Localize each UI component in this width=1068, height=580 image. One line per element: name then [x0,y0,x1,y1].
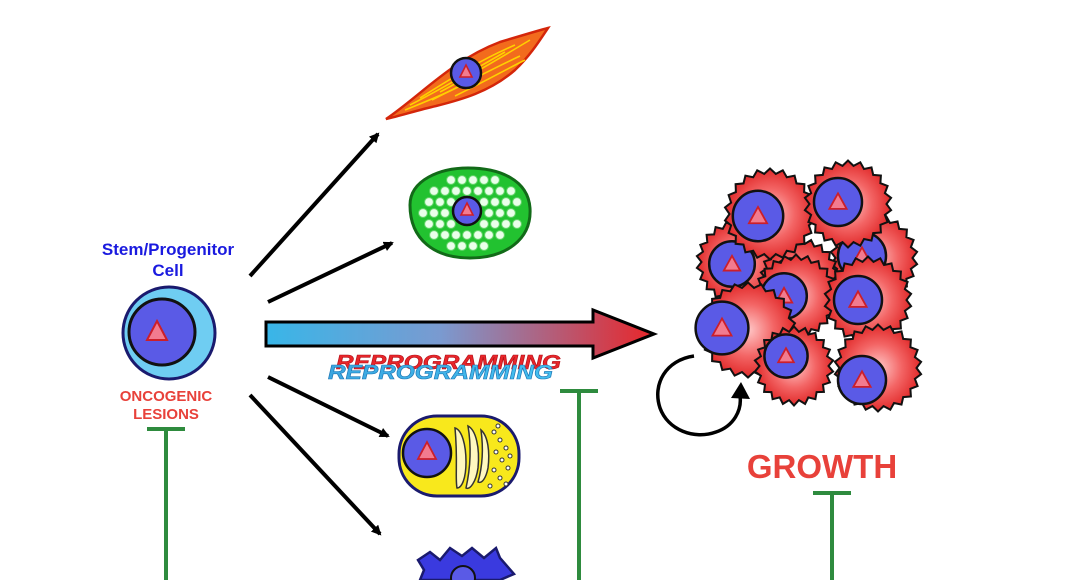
vacuole [501,219,511,229]
vacuole [473,186,483,196]
granule [505,465,511,471]
stem-cell-icon [121,285,217,381]
vacuole [495,230,505,240]
vacuole [512,219,522,229]
inhibition-bars [147,389,851,580]
star-cell-icon [416,545,517,580]
vacuole [490,175,500,185]
differentiation-arrows [248,132,394,536]
vacuole [484,208,494,218]
vacuole [506,186,516,196]
vacuole [479,175,489,185]
reprogramming-label: REPROGRAMMING [328,362,553,384]
vacuole [429,208,439,218]
vacuole [512,197,522,207]
tumor-cell [753,325,835,407]
granule [491,467,497,473]
vacuolated-cell-icon [408,166,532,260]
granule-dots [487,423,513,489]
vacuole [484,186,494,196]
vacuole [424,197,434,207]
vacuole [506,208,516,218]
vacuole [429,186,439,196]
reprogramming-label-shadow: REPROGRAMMING [336,352,561,374]
vacuole [451,186,461,196]
vacuole [501,197,511,207]
inhibit-reprogramming [560,389,598,580]
vacuole [435,219,445,229]
granule [495,423,501,429]
vacuole [490,197,500,207]
vacuole [495,208,505,218]
vacuole [479,197,489,207]
vacuole [446,219,456,229]
stem-cell-label-line2: Cell [152,261,183,280]
vacuole [446,175,456,185]
vacuole [451,230,461,240]
granule [491,429,497,435]
vacuole [457,175,467,185]
vacuole [479,241,489,251]
granule [497,437,503,443]
inhibit-growth [813,491,851,580]
spindle-cell-icon [385,26,551,121]
arrow-to-green-cell [267,241,394,304]
vacuole [468,175,478,185]
vacuole [468,241,478,251]
growth-label: GROWTH [747,448,897,485]
tumor-cluster-icon [694,159,923,413]
vacuole [495,186,505,196]
vacuole [479,219,489,229]
vacuole [446,241,456,251]
granule [499,457,505,463]
vacuole [440,230,450,240]
circular-arrow-icon [656,354,750,437]
inhibit-lesions [147,427,185,580]
tumor-cell [723,167,817,261]
vacuole [424,219,434,229]
vacuole [473,230,483,240]
vacuole [457,241,467,251]
arrow-to-spindle-cell [248,132,380,278]
arrow-to-yellow-cell [267,375,390,438]
tumor-cell [803,159,893,249]
stem-cell-label-line1: Stem/Progenitor [102,240,235,259]
reprogramming-arrow [264,307,659,361]
vacuole-dots [418,175,522,251]
oncogenic-lesions-label-line2: LESIONS [133,406,199,423]
vacuole [435,197,445,207]
vacuole [440,208,450,218]
vacuole [418,208,428,218]
granule [493,449,499,455]
vacuole [462,186,472,196]
oncogenic-lesions-label-line1: ONCOGENIC [120,388,213,405]
granule [507,453,513,459]
arrow-to-purple-cell [248,393,382,536]
granule [503,445,509,451]
vacuole [440,186,450,196]
granule [497,475,503,481]
vacuole [490,219,500,229]
granule [503,481,509,487]
mitochondria-cell-icon [397,414,521,498]
granule [487,483,493,489]
vacuole [484,230,494,240]
vacuole [429,230,439,240]
vacuole [462,230,472,240]
tumor-cell [833,323,923,413]
